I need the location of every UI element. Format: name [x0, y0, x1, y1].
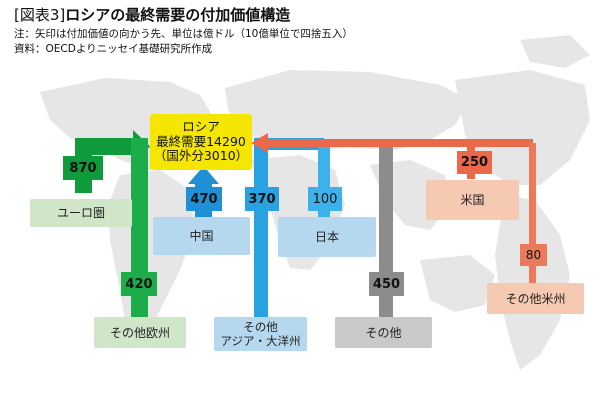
origin-box-bg — [487, 283, 584, 314]
origin-eurozone: ユーロ圏 — [56, 206, 105, 220]
destination-total: 最終需要14290 — [156, 133, 246, 149]
origin-box-bg — [30, 199, 132, 227]
page-title: [図表3]ロシアの最終需要の付加価値構造 — [14, 4, 290, 25]
origin-box-bg — [278, 217, 376, 257]
value-china: 470 — [190, 191, 218, 207]
origin-other-americas: その他米州 — [505, 291, 566, 306]
value-label-bg — [121, 272, 157, 296]
origin-box-bg — [94, 317, 186, 348]
origin-other-europe: その他欧州 — [109, 325, 170, 340]
flow-arrow-other-americas — [529, 143, 536, 283]
destination-russia: ロシア 最終需要14290 （国外分3010） — [150, 114, 252, 170]
value-label-bg — [186, 187, 222, 211]
origin-other: その他 — [365, 325, 402, 340]
destination-foreign-share: （国外分3010） — [153, 148, 249, 164]
value-japan: 100 — [312, 191, 338, 207]
value-other-asia-pacific: 370 — [248, 191, 276, 207]
value-usa: 250 — [460, 155, 489, 170]
origin-box-bg — [214, 317, 307, 351]
destination-label: ロシア — [182, 119, 220, 135]
chart-source: 資料：OECDよりニッセイ基礎研究所作成 — [14, 43, 213, 55]
chart-note: 注：矢印は付加価値の向かう先、単位は億ドル（10億単位で四捨五入） — [14, 28, 353, 40]
origin-box-bg — [335, 317, 432, 348]
value-label-bg — [369, 272, 404, 296]
value-other-americas: 80 — [525, 248, 542, 262]
value-label-bg — [245, 187, 279, 211]
title-text: ロシアの最終需要の付加価値構造 — [65, 6, 291, 24]
value-label-bg — [520, 244, 547, 266]
value-label-bg — [63, 156, 103, 180]
value-other: 450 — [372, 276, 401, 292]
value-label-bg — [308, 187, 342, 211]
origin-china: 中国 — [189, 229, 214, 243]
origin-box-bg — [426, 180, 519, 220]
value-eurozone: 870 — [69, 160, 97, 176]
origin-other-asia-pacific: その他 アジア・大洋州 — [220, 320, 301, 348]
value-label-bg — [457, 151, 492, 174]
destination-box-bg — [150, 114, 252, 170]
figure-tag: [図表3] — [14, 6, 66, 24]
origin-japan: 日本 — [314, 230, 339, 244]
origin-usa: 米国 — [460, 193, 485, 207]
origin-box-bg — [153, 217, 250, 255]
value-other-europe: 420 — [125, 276, 153, 292]
